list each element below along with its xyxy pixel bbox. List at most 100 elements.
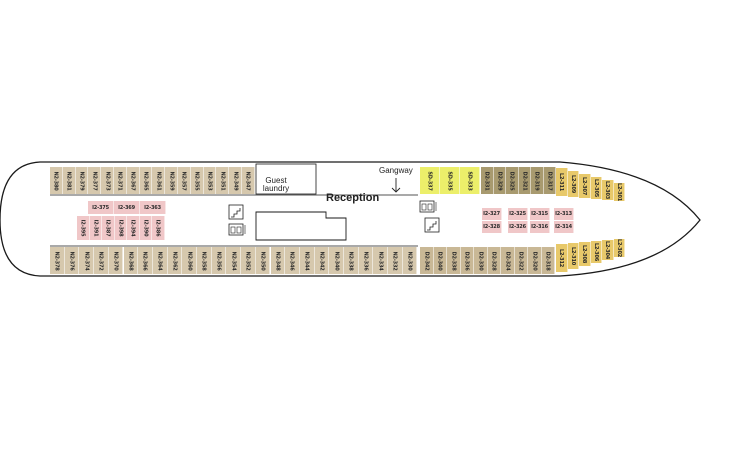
cabin-n2-354[interactable]: N2-354 [226,247,242,274]
cabin-d2-336[interactable]: D2-336 [460,247,474,274]
cabin-l2-310[interactable]: L2-310 [567,243,579,269]
cabin-n2-351[interactable]: N2-351 [216,167,230,194]
cabin-d2-330[interactable]: D2-330 [474,247,488,274]
cabin-n2-378[interactable]: N2-378 [50,247,65,274]
cabin-n2-360[interactable]: N2-360 [182,247,197,274]
cabin-i2-316[interactable]: I2-316 [530,221,550,233]
cabin-d2-328[interactable]: D2-328 [487,247,501,274]
cabin-d2-318[interactable]: D2-318 [541,247,555,274]
cabin-number: L2-305 [592,178,599,198]
cabin-number: N2-381 [65,170,72,191]
cabin-l2-311[interactable]: L2-311 [556,168,568,196]
cabin-n2-342[interactable]: N2-342 [314,247,330,274]
cabin-d2-320[interactable]: D2-320 [528,247,542,274]
cabin-i2-375[interactable]: I2-375 [88,201,114,214]
cabin-d2-325[interactable]: D2-325 [506,167,519,194]
cabin-n2-366[interactable]: N2-366 [138,247,153,274]
cabin-d2-322[interactable]: D2-322 [514,247,528,274]
cabin-d2-321[interactable]: D2-321 [518,167,531,194]
cabin-n2-365[interactable]: N2-365 [139,167,153,194]
cabin-l2-304[interactable]: L2-304 [602,240,614,260]
cabin-sd-337[interactable]: SD-337 [420,167,440,194]
cabin-n2-368[interactable]: N2-368 [123,247,139,274]
cabin-d2-331[interactable]: D2-331 [481,167,494,194]
cabin-l2-308[interactable]: L2-308 [579,242,591,266]
cabin-l2-309[interactable]: L2-309 [567,171,579,197]
cabin-n2-357[interactable]: N2-357 [178,167,191,194]
cabin-number: L2-304 [604,240,611,260]
cabin-n2-334[interactable]: N2-334 [373,247,389,274]
cabin-l2-307[interactable]: L2-307 [579,174,591,198]
cabin-number: L2-302 [615,239,622,257]
cabin-n2-380[interactable]: N2-380 [50,167,63,194]
cabin-i2-390[interactable]: I2-390 [139,216,152,240]
cabin-n2-352[interactable]: N2-352 [241,247,256,274]
cabin-sd-335[interactable]: SD-335 [440,167,460,194]
cabin-n2-373[interactable]: N2-373 [101,167,114,194]
cabin-n2-349[interactable]: N2-349 [229,167,242,194]
cabin-number: N2-338 [347,250,354,271]
cabin-l2-302[interactable]: L2-302 [613,239,625,257]
cabin-number: N2-357 [180,170,187,191]
cabin-n2-376[interactable]: N2-376 [64,247,80,274]
cabin-n2-379[interactable]: N2-379 [75,167,89,194]
cabin-n2-381[interactable]: N2-381 [62,167,76,194]
cabin-i2-327[interactable]: I2-327 [482,208,502,220]
cabin-n2-370[interactable]: N2-370 [108,247,124,274]
cabin-i2-394[interactable]: I2-394 [127,216,140,240]
cabin-i2-386[interactable]: I2-386 [152,216,165,240]
cabin-n2-356[interactable]: N2-356 [211,247,227,274]
cabin-n2-348[interactable]: N2-348 [270,247,286,274]
cabin-n2-336[interactable]: N2-336 [358,247,374,274]
cabin-l2-303[interactable]: L2-303 [602,180,614,200]
cabin-l2-312[interactable]: L2-312 [556,244,568,272]
cabin-d2-319[interactable]: D2-319 [531,167,544,194]
cabin-n2-346[interactable]: N2-346 [285,247,300,274]
cabin-d2-317[interactable]: D2-317 [543,167,556,194]
cabin-n2-377[interactable]: N2-377 [88,167,102,194]
cabin-n2-371[interactable]: N2-371 [114,167,127,194]
cabin-n2-361[interactable]: N2-361 [152,167,166,194]
cabin-n2-358[interactable]: N2-358 [197,247,212,274]
cabin-n2-374[interactable]: N2-374 [79,247,95,274]
cabin-i2-398[interactable]: I2-398 [114,216,127,240]
cabin-n2-355[interactable]: N2-355 [190,167,204,194]
cabin-i2-315[interactable]: I2-315 [530,208,550,220]
cabin-n2-332[interactable]: N2-332 [388,247,403,274]
cabin-n2-362[interactable]: N2-362 [167,247,183,274]
cabin-sd-333[interactable]: SD-333 [460,167,480,194]
cabin-i2-325[interactable]: I2-325 [508,208,528,220]
cabin-n2-330[interactable]: N2-330 [402,247,418,274]
cabin-i2-395[interactable]: I2-395 [77,216,90,240]
cabin-n2-338[interactable]: N2-338 [344,247,359,274]
cabin-number: N2-355 [193,170,200,191]
cabin-l2-306[interactable]: L2-306 [590,241,602,263]
cabin-n2-367[interactable]: N2-367 [126,167,140,194]
cabin-n2-353[interactable]: N2-353 [203,167,217,194]
cabin-number: N2-360 [186,250,193,271]
cabin-n2-344[interactable]: N2-344 [299,247,315,274]
cabin-number: N2-351 [219,170,226,191]
cabin-n2-359[interactable]: N2-359 [165,167,178,194]
cabin-i2-391[interactable]: I2-391 [89,216,102,240]
cabin-i2-328[interactable]: I2-328 [482,221,502,233]
cabin-i2-387[interactable]: I2-387 [102,216,115,240]
cabin-n2-364[interactable]: N2-364 [152,247,168,274]
cabin-n2-372[interactable]: N2-372 [94,247,109,274]
cabin-d2-338[interactable]: D2-338 [447,247,461,274]
cabin-l2-305[interactable]: L2-305 [590,177,602,199]
cabin-i2-314[interactable]: I2-314 [554,221,574,233]
cabin-i2-363[interactable]: I2-363 [140,201,166,214]
cabin-d2-329[interactable]: D2-329 [493,167,506,194]
cabin-d2-342[interactable]: D2-342 [420,247,434,274]
cabin-n2-340[interactable]: N2-340 [329,247,344,274]
cabin-i2-369[interactable]: I2-369 [114,201,140,214]
cabin-d2-324[interactable]: D2-324 [501,247,515,274]
cabin-i2-326[interactable]: I2-326 [508,221,528,233]
cabin-l2-301[interactable]: L2-301 [613,183,625,201]
cabin-n2-350[interactable]: N2-350 [255,247,271,274]
cabin-i2-313[interactable]: I2-313 [554,208,574,220]
cabin-n2-347[interactable]: N2-347 [242,167,255,194]
cabin-number: N2-358 [200,250,207,271]
cabin-d2-340[interactable]: D2-340 [433,247,447,274]
